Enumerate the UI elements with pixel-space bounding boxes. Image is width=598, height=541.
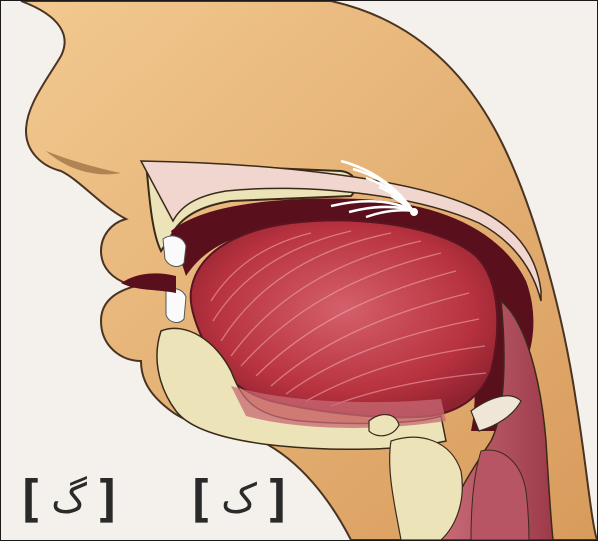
upper-teeth: [163, 236, 186, 267]
phoneme-label-kaf: [ ک ]: [185, 471, 293, 527]
letter-gaf: گ: [45, 471, 93, 527]
bracket-close: ]: [93, 471, 123, 527]
articulation-point: [410, 208, 418, 216]
phoneme-label-gaf: [ گ ]: [15, 471, 123, 527]
bracket-open: [: [15, 471, 45, 527]
lower-teeth: [166, 289, 186, 323]
bracket-open: [: [185, 471, 215, 527]
bracket-close: ]: [263, 471, 293, 527]
letter-kaf: ک: [215, 471, 263, 527]
